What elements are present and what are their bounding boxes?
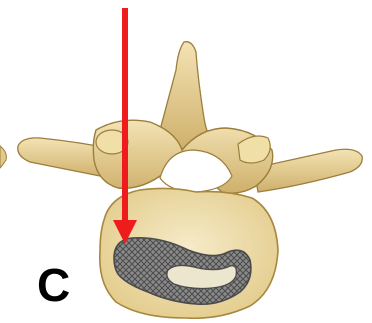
panel-label: C	[37, 262, 70, 308]
adjacent-bone-fragment	[0, 146, 6, 168]
cage-window	[167, 265, 237, 288]
